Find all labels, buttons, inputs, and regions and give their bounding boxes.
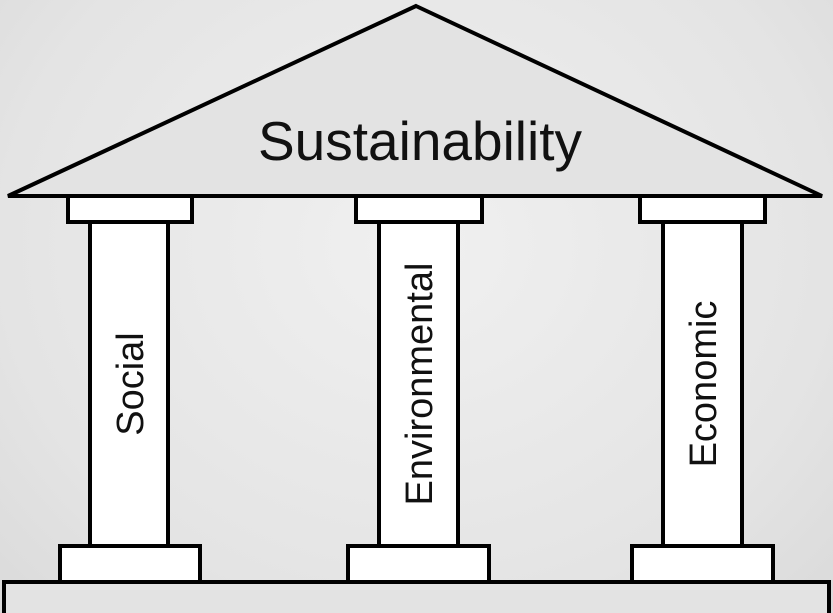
pillar-base [346, 544, 491, 584]
pillar-social: Social [58, 194, 202, 584]
pillar-shaft [377, 220, 460, 548]
pillar-shaft [88, 220, 170, 548]
pillar-environmental: Environmental [346, 194, 491, 584]
pillar-economic: Economic [630, 194, 775, 584]
pillar-label-social: Social [110, 332, 152, 436]
roof-label: Sustainability [258, 110, 583, 172]
pillar-capital [638, 194, 767, 224]
foundation [2, 580, 831, 613]
pillar-shaft [661, 220, 744, 548]
pillar-base [58, 544, 202, 584]
pillar-capital [354, 194, 484, 224]
pillar-base [630, 544, 775, 584]
pillar-label-economic: Economic [683, 301, 725, 468]
pillar-capital [66, 194, 194, 224]
pillar-label-environmental: Environmental [399, 263, 441, 506]
